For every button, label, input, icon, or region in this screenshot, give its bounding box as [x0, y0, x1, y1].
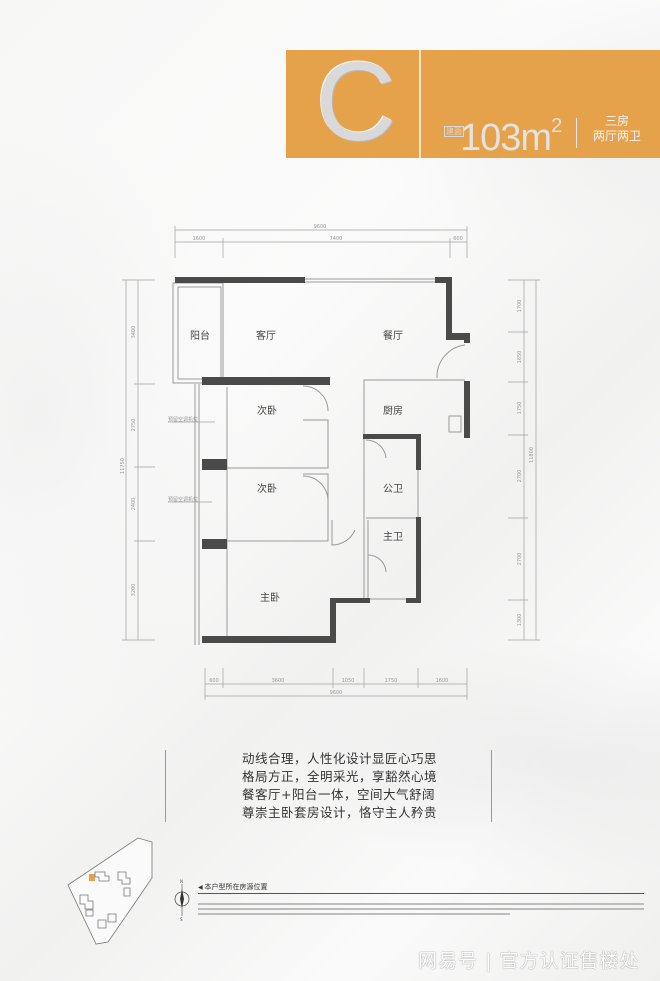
room-public-bath: 公卫 — [383, 484, 403, 495]
compass-icon: N S — [174, 879, 190, 922]
left-dimensions: 3400 2750 2400 3200 11750 — [120, 279, 155, 641]
room-dining: 餐厅 — [383, 329, 403, 342]
top-dimensions: 9600 1600 7400 600 — [174, 224, 468, 258]
area-sup: 2 — [551, 115, 562, 137]
dim-bottom-seg: 1050 — [342, 678, 355, 684]
compass-n: N — [180, 879, 183, 884]
unit-location-marker — [89, 874, 95, 881]
area-prefix: 建面 — [444, 126, 464, 137]
ac-note: 预留空调机位 — [168, 416, 198, 423]
dim-right-seg: 2700 — [517, 470, 523, 483]
dim-right-total: 11800 — [529, 447, 535, 463]
area-unit: m — [520, 117, 552, 159]
room-labels: 阳台 客厅 餐厅 次卧 次卧 厨房 公卫 主卫 主卧 — [190, 329, 403, 604]
area-value: 103 — [460, 117, 521, 159]
feature-line: 动线合理，人性化设计显匠心巧思 — [242, 751, 438, 766]
partitions — [172, 278, 466, 645]
unit-area: 103m2 — [460, 104, 562, 160]
rooms-line1: 三房 — [604, 114, 629, 128]
feature-line: 尊崇主卧套房设计，恪守主人矜贵 — [242, 805, 438, 820]
dim-top-seg: 600 — [453, 236, 463, 242]
dim-right-seg: 1650 — [517, 351, 523, 364]
dim-right-seg: 1700 — [517, 300, 523, 313]
dim-right-seg: 1300 — [517, 614, 523, 627]
dim-left-total: 11750 — [120, 458, 126, 474]
area-separator — [576, 118, 577, 148]
dim-top-seg: 1600 — [193, 236, 206, 242]
room-master-bedroom: 主卧 — [260, 591, 280, 604]
dim-top-total: 9600 — [314, 224, 327, 230]
location-divider — [198, 893, 644, 894]
room-living: 客厅 — [256, 329, 276, 342]
unit-type-letter: C — [315, 39, 397, 164]
dim-left-seg: 2750 — [131, 419, 137, 432]
dim-top-seg: 7400 — [330, 236, 343, 242]
room-bedroom: 次卧 — [257, 404, 277, 417]
room-master-bath: 主卫 — [383, 531, 403, 543]
compass-s: S — [180, 917, 183, 922]
watermark: 网易号 | 官方认证售楼处 — [418, 950, 640, 972]
site-location-map — [67, 837, 153, 945]
dim-bottom-seg: 3600 — [272, 678, 285, 684]
walls — [175, 277, 470, 643]
ac-note: 预留空调机位 — [168, 496, 198, 503]
dim-left-seg: 3200 — [131, 584, 137, 597]
room-balcony: 阳台 — [190, 329, 210, 342]
dim-left-seg: 2400 — [131, 498, 137, 511]
location-label: 本户型所在房源位置 — [198, 882, 268, 892]
rooms-line2: 两厅两卫 — [592, 129, 641, 143]
feature-line: 餐客厅+阳台一体，空间大气舒阔 — [242, 787, 435, 802]
room-bedroom: 次卧 — [257, 482, 277, 495]
room-kitchen: 厨房 — [383, 404, 403, 417]
dim-bottom-seg: 600 — [209, 678, 219, 684]
feature-line: 格局方正，全明采光，享豁然心境 — [242, 769, 438, 784]
dim-right-seg: 1750 — [517, 402, 523, 415]
ac-notes: 预留空调机位 预留空调机位 — [168, 416, 215, 503]
dim-left-seg: 3400 — [131, 326, 137, 339]
unit-type-badge: C 建面 103m2 三房 两厅两卫 — [286, 42, 660, 162]
dim-bottom-total: 9600 — [330, 690, 343, 696]
dim-right-seg: 2700 — [517, 553, 523, 566]
features-list: 动线合理，人性化设计显匠心巧思 格局方正，全明采光，享豁然心境 餐客厅+阳台一体… — [165, 750, 492, 822]
badge-divider — [419, 50, 421, 158]
right-dimensions: 1700 1650 1750 2700 2700 1300 11800 — [508, 279, 540, 641]
dim-bottom-seg: 1600 — [436, 678, 449, 684]
disclaimer-fine-print — [198, 900, 644, 918]
dim-bottom-seg: 1750 — [385, 678, 398, 684]
bottom-dimensions: 600 3600 1050 1750 1600 9600 — [204, 668, 468, 700]
unit-rooms: 三房 两厅两卫 — [580, 114, 654, 144]
